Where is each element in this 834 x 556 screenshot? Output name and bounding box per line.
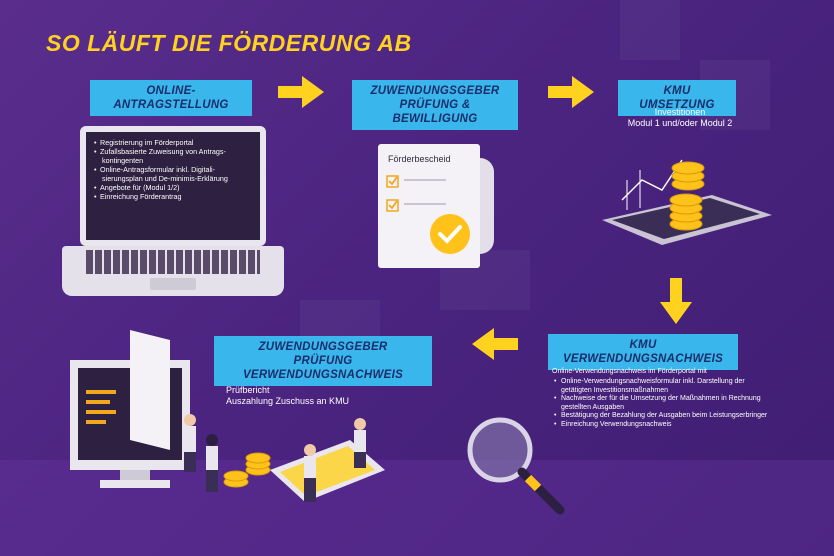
magnifier-icon xyxy=(467,417,565,515)
checklist-icon xyxy=(386,175,446,212)
arrow-down-icon xyxy=(660,278,692,324)
step4-list: Online-Verwendungsnachweisformular inkl.… xyxy=(554,378,774,430)
step4-label: KMU VERWENDUNGSNACHWEIS xyxy=(548,334,738,370)
document-title: Förderbescheid xyxy=(388,154,451,164)
people-money-icon xyxy=(184,414,385,502)
arrow-left-icon xyxy=(472,328,518,360)
step4-list-item: Online-Verwendungsnachweisformular inkl.… xyxy=(554,378,774,395)
step5-label-line1: ZUWENDUNGSGEBER xyxy=(258,341,388,353)
step5-label: ZUWENDUNGSGEBER PRÜFUNG VERWENDUNGSNACHW… xyxy=(214,336,432,386)
step1-list-item: Registrierung im Förderportal xyxy=(94,138,252,147)
step1-list: Registrierung im FörderportalZufallsbasi… xyxy=(86,132,260,201)
step1-list-item: Einreichung Förderantrag xyxy=(94,192,252,201)
step2-label-line1: ZUWENDUNGSGEBER xyxy=(370,85,500,97)
step4-intro: Online-Verwendungsnachweis im Förderport… xyxy=(552,368,707,375)
step4-list-item: Bestätigung der Bezahlung der Ausgaben b… xyxy=(554,412,774,421)
page-title: SO LÄUFT DIE FÖRDERUNG AB xyxy=(46,30,412,56)
laptop-trackpad xyxy=(150,278,196,290)
step3-label: KMU UMSETZUNG xyxy=(618,80,736,116)
arrow-right-icon xyxy=(278,76,324,108)
check-badge-icon xyxy=(430,214,470,254)
step3-text-line1: Investitionen xyxy=(654,107,706,117)
step5-text: Prüfbericht Auszahlung Zuschuss an KMU xyxy=(226,385,426,407)
step1-list-item: Zufallsbasierte Zuweisung von Antrags- k… xyxy=(94,147,252,165)
step3-text: Investitionen Modul 1 und/oder Modul 2 xyxy=(610,107,750,129)
background-tile xyxy=(620,0,680,60)
step3-text-line2: Modul 1 und/oder Modul 2 xyxy=(627,118,733,128)
step5-label-line2: PRÜFUNG VERWENDUNGSNACHWEIS xyxy=(242,355,404,381)
step1-label: ONLINE-ANTRAGSTELLUNG xyxy=(90,80,252,116)
step4-list-item: Nachweise der für die Umsetzung der Maßn… xyxy=(554,395,774,412)
step2-label: ZUWENDUNGSGEBER PRÜFUNG & BEWILLIGUNG xyxy=(352,80,518,130)
laptop-keyboard xyxy=(86,250,260,274)
step2-label-line2: PRÜFUNG & BEWILLIGUNG xyxy=(392,99,478,125)
step5-text-line2: Auszahlung Zuschuss an KMU xyxy=(226,396,350,406)
step1-list-item: Online-Antragsformular inkl. Digitali- s… xyxy=(94,165,252,183)
arrow-right-icon xyxy=(548,76,594,108)
laptop-screen: Registrierung im FörderportalZufallsbasi… xyxy=(80,126,266,246)
smartphone-coins-icon xyxy=(602,159,772,245)
monitor-report-icon xyxy=(70,330,190,488)
step4-list-item: Einreichung Verwendungsnachweis xyxy=(554,421,774,430)
step5-text-line1: Prüfbericht xyxy=(226,385,270,395)
step1-list-item: Angebote für (Modul 1/2) xyxy=(94,183,252,192)
